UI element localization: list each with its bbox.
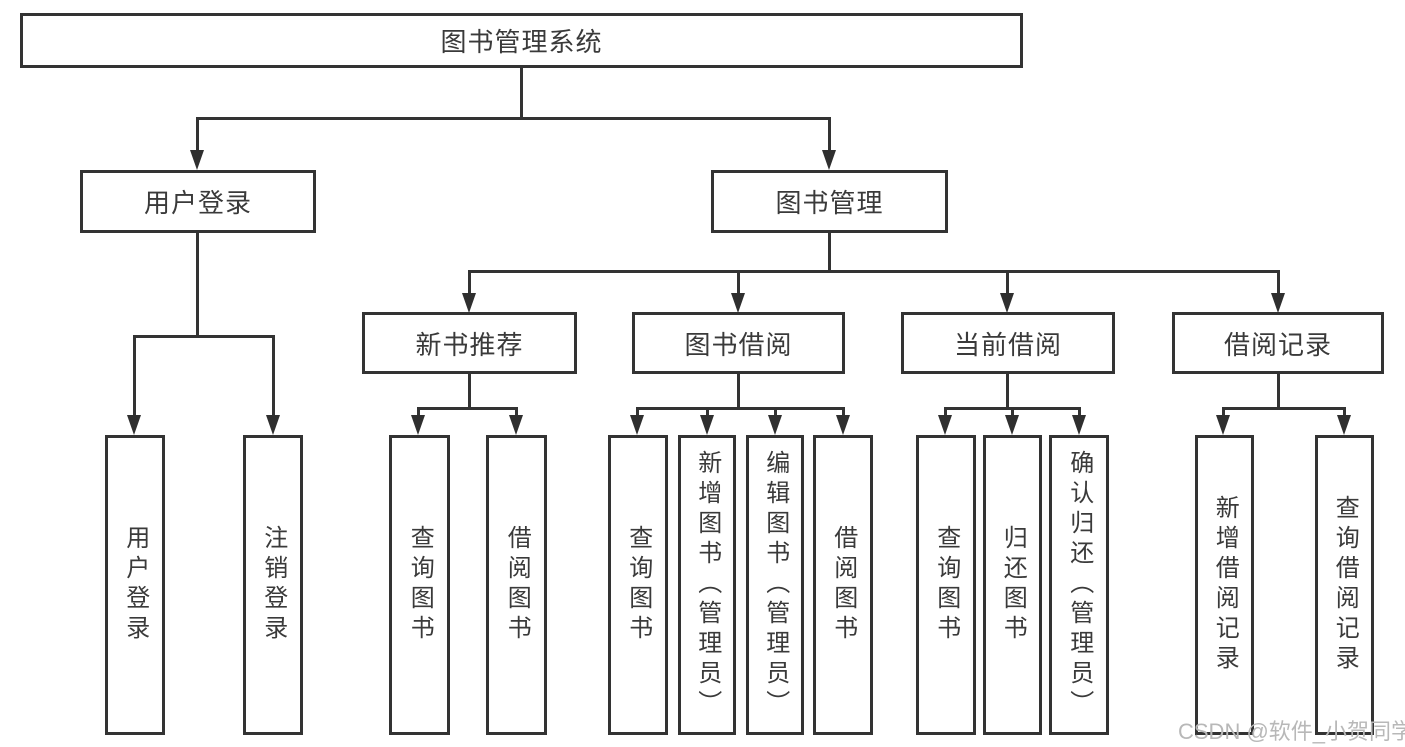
- connector-line: [1222, 407, 1225, 417]
- connector-line: [272, 335, 275, 417]
- arrow-down-icon: [1337, 415, 1351, 435]
- arrow-down-icon: [127, 415, 141, 435]
- connector-line: [133, 335, 136, 417]
- leaf-confirm-return-admin: 确认归还（管理员）: [1049, 435, 1109, 735]
- csdn-watermark: CSDN @软件_小贺同学: [1178, 719, 1405, 744]
- node-user-login: 用户登录: [80, 170, 316, 233]
- node-label: 借阅图书: [503, 525, 531, 645]
- connector-line: [1277, 270, 1280, 295]
- arrow-down-icon: [836, 415, 850, 435]
- node-library-management-system: 图书管理系统: [20, 13, 1023, 68]
- node-label: 借阅记录: [1223, 329, 1332, 360]
- connector-line: [520, 68, 523, 117]
- node-label: 新增借阅记录: [1211, 495, 1239, 675]
- leaf-borrow-books-1: 借阅图书: [486, 435, 547, 735]
- arrow-down-icon: [509, 415, 523, 435]
- arrow-down-icon: [411, 415, 425, 435]
- connector-line: [133, 335, 275, 338]
- arrow-down-icon: [1000, 293, 1014, 313]
- node-label: 借阅图书: [829, 525, 857, 645]
- arrow-down-icon: [938, 415, 952, 435]
- node-label: 查询图书: [932, 525, 960, 645]
- connector-line: [1006, 270, 1009, 295]
- leaf-borrow-books-2: 借阅图书: [813, 435, 873, 735]
- connector-line: [515, 407, 518, 417]
- node-label: 用户登录: [143, 188, 252, 218]
- node-label: 新增图书（管理员）: [693, 450, 721, 720]
- connector-line: [196, 117, 199, 152]
- connector-line: [1277, 374, 1280, 408]
- connector-line: [737, 374, 740, 408]
- connector-line: [737, 270, 740, 295]
- connector-line: [417, 407, 420, 417]
- node-label: 查询图书: [406, 525, 434, 645]
- connector-line: [468, 270, 1280, 273]
- connector-line: [196, 117, 831, 120]
- leaf-logout: 注销登录: [243, 435, 303, 735]
- node-current-borrowing: 当前借阅: [901, 312, 1115, 374]
- connector-line: [417, 407, 518, 410]
- arrow-down-icon: [1216, 415, 1230, 435]
- connector-line: [828, 233, 831, 271]
- leaf-add-borrow-record: 新增借阅记录: [1195, 435, 1254, 735]
- connector-line: [1006, 374, 1009, 408]
- node-label: 图书管理: [775, 188, 884, 218]
- arrow-down-icon: [266, 415, 280, 435]
- leaf-return-book: 归还图书: [983, 435, 1042, 735]
- node-book-borrowing: 图书借阅: [632, 312, 845, 374]
- arrow-down-icon: [1072, 415, 1086, 435]
- connector-line: [468, 270, 471, 295]
- connector-line: [1078, 407, 1081, 417]
- connector-line: [706, 407, 709, 417]
- node-label: 图书管理系统: [440, 27, 603, 57]
- node-label: 确认归还（管理员）: [1065, 450, 1093, 720]
- leaf-edit-book-admin: 编辑图书（管理员）: [746, 435, 804, 735]
- arrow-down-icon: [700, 415, 714, 435]
- node-label: 图书借阅: [684, 329, 793, 360]
- connector-line: [468, 374, 471, 408]
- arrow-down-icon: [768, 415, 782, 435]
- arrow-down-icon: [731, 293, 745, 313]
- node-label: 注销登录: [259, 525, 287, 645]
- node-new-book-recommend: 新书推荐: [362, 312, 577, 374]
- node-book-management: 图书管理: [711, 170, 948, 233]
- node-label: 编辑图书（管理员）: [761, 450, 789, 720]
- node-label: 新书推荐: [415, 329, 524, 360]
- connector-line: [774, 407, 777, 417]
- connector-line: [636, 407, 639, 417]
- node-label: 归还图书: [999, 525, 1027, 645]
- node-label: 当前借阅: [953, 329, 1062, 360]
- arrow-down-icon: [1271, 293, 1285, 313]
- leaf-query-books-2: 查询图书: [608, 435, 668, 735]
- arrow-down-icon: [630, 415, 644, 435]
- connector-line: [1343, 407, 1346, 417]
- connector-line: [636, 407, 845, 410]
- leaf-add-book-admin: 新增图书（管理员）: [678, 435, 736, 735]
- connector-line: [842, 407, 845, 417]
- leaf-user-login: 用户登录: [105, 435, 165, 735]
- node-label: 查询借阅记录: [1331, 495, 1359, 675]
- connector-line: [1011, 407, 1014, 417]
- connector-line: [944, 407, 947, 417]
- node-borrowing-records: 借阅记录: [1172, 312, 1384, 374]
- node-label: 查询图书: [624, 525, 652, 645]
- arrow-down-icon: [190, 150, 204, 170]
- leaf-query-borrow-record: 查询借阅记录: [1315, 435, 1374, 735]
- leaf-query-books-1: 查询图书: [389, 435, 450, 735]
- arrow-down-icon: [462, 293, 476, 313]
- connector-line: [1222, 407, 1346, 410]
- connector-line: [828, 117, 831, 152]
- connector-line: [196, 233, 199, 336]
- arrow-down-icon: [822, 150, 836, 170]
- leaf-query-books-3: 查询图书: [916, 435, 976, 735]
- arrow-down-icon: [1005, 415, 1019, 435]
- node-label: 用户登录: [121, 525, 149, 645]
